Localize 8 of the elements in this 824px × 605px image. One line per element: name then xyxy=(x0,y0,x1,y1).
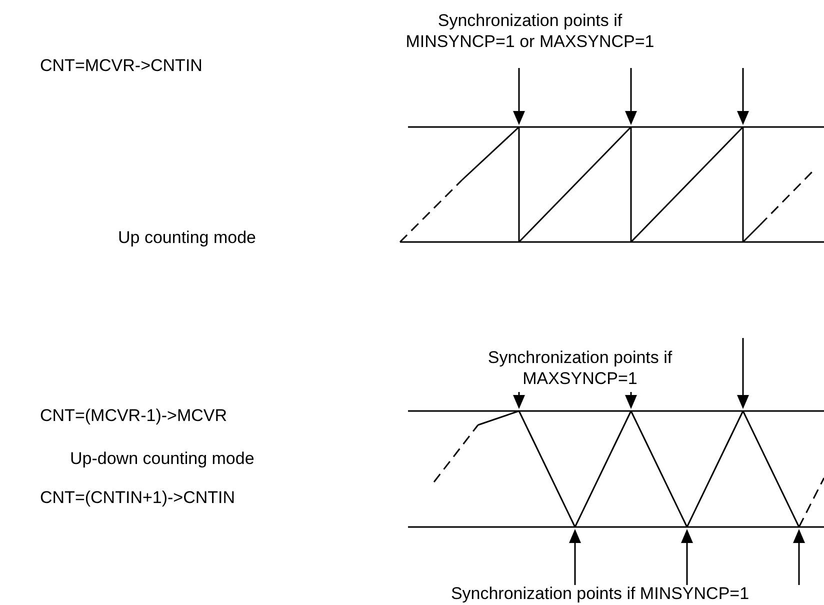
annotation-text: Synchronization points if MINSYNCP=1 xyxy=(450,583,750,604)
mode-label: Up-down counting mode xyxy=(70,448,256,469)
annotation-text: Synchronization points if MAXSYNCP=1 xyxy=(486,347,674,389)
annotation-text: Synchronization points if MINSYNCP=1 or MAXSYNCP=1 xyxy=(404,10,656,52)
level-label: CNT=MCVR->CNTIN xyxy=(40,55,204,76)
mode-label: Up counting mode xyxy=(118,227,257,248)
level-label: CNT=(CNTIN+1)->CNTIN xyxy=(40,487,236,508)
level-label: CNT=(MCVR-1)->MCVR xyxy=(40,405,228,426)
